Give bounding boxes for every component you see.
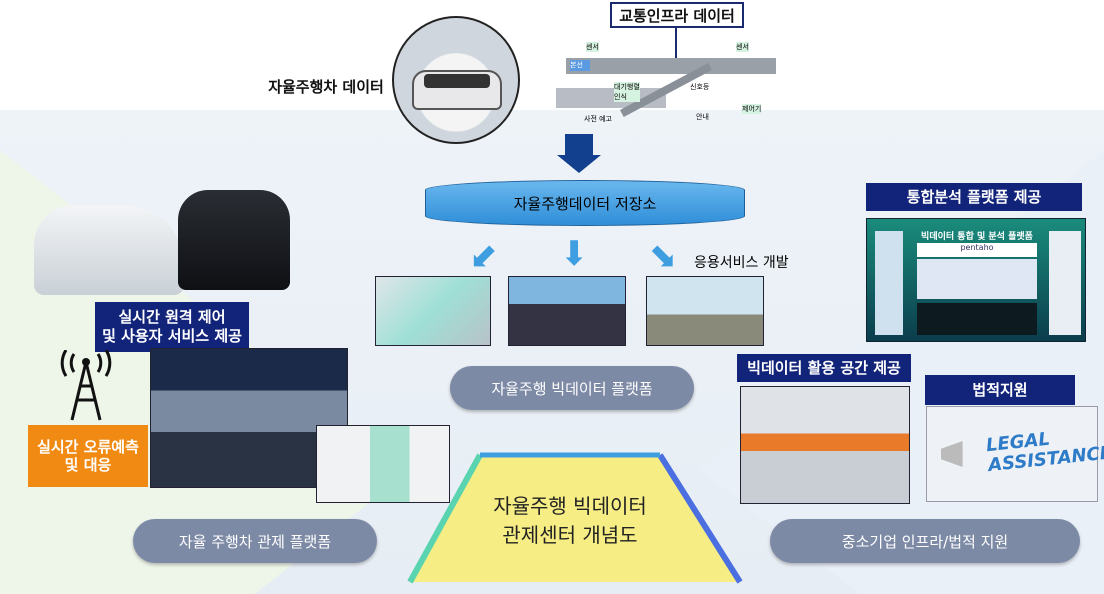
arrow-icon: ⬇ — [560, 234, 589, 274]
down-arrow-head — [557, 155, 601, 173]
traffic-infra-map: 본선 센서 센서 대기행렬 인식 신호등 제어기 안내 사전 예고 — [556, 36, 776, 124]
analysis-platform-label: 통합분석 플랫폼 제공 — [866, 183, 1082, 211]
vehicle-control-platform-pill: 자율 주행차 관제 플랫폼 — [133, 519, 377, 563]
bigdata-platform-pill: 자율주행 빅데이터 플랫폼 — [450, 366, 694, 410]
left-edge — [407, 453, 483, 584]
car-image — [34, 205, 184, 295]
center-title: 자율주행 빅데이터 관제센터 개념도 — [493, 494, 647, 547]
center-trapezoid — [410, 455, 740, 582]
app-dev-label: 응용서비스 개발 — [694, 255, 789, 271]
connector-line — [675, 28, 677, 58]
remote-control-label: 실시간 원격 제어 및 사용자 서비스 제공 — [95, 302, 249, 352]
legal-support-label: 법적지원 — [925, 375, 1075, 405]
vehicle-data-label: 자율주행차 데이터 — [268, 77, 384, 96]
legal-assistance-image: LEGAL ASSISTANCE — [926, 406, 1104, 502]
analysis-platform-screen: 빅데이터 통합 및 분석 플랫폼 pentaho — [866, 218, 1086, 342]
data-storage: 자율주행데이터 저장소 — [425, 180, 745, 226]
megaphone-icon — [941, 441, 963, 467]
hd-map-image — [375, 276, 491, 346]
monitoring-screen-image — [316, 425, 450, 503]
bigdata-space-label: 빅데이터 활용 공간 제공 — [737, 354, 911, 382]
office-space-image — [740, 386, 910, 504]
sensor-2: 센서 — [736, 42, 749, 52]
infra-data-label: 교통인프라 데이터 — [610, 2, 744, 28]
error-prediction-label: 실시간 오류예측 및 대응 — [28, 425, 148, 487]
right-edge — [657, 453, 743, 584]
sme-support-platform-pill: 중소기업 인프라/법적 지원 — [770, 519, 1080, 563]
down-arrow-icon — [565, 134, 593, 156]
van-image — [178, 190, 290, 290]
control-room-image — [150, 348, 348, 488]
autonomous-car-image — [392, 16, 520, 144]
shuttle-image — [646, 276, 764, 346]
antenna-icon — [56, 349, 116, 422]
cockpit-image — [508, 276, 626, 346]
